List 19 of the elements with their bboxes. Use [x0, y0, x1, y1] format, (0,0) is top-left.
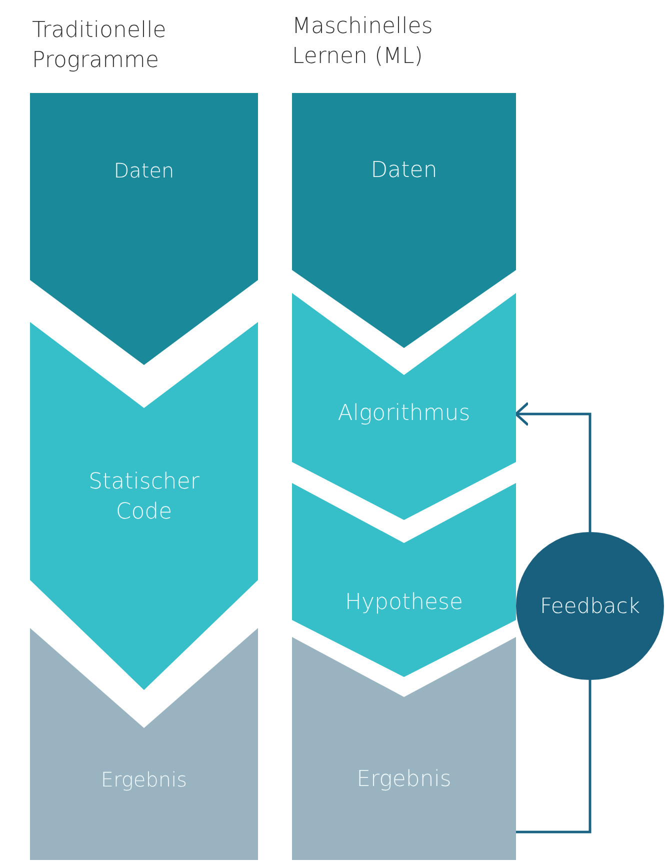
block-label: Daten	[112, 158, 176, 184]
column-heading: Maschinelles Lernen (ML)	[292, 13, 434, 71]
block-label: Hypothese	[344, 589, 464, 618]
chevron-block	[30, 93, 258, 365]
chevron-block	[292, 637, 516, 860]
block-label: Ergebnis	[356, 766, 452, 794]
block-label: Daten	[370, 157, 438, 186]
connector-line	[516, 680, 592, 834]
block-label: Feedback	[538, 592, 641, 620]
block-label: Algorithmus	[336, 400, 472, 428]
chevron-block	[30, 628, 258, 860]
chevron-block	[292, 483, 516, 677]
chevron-block	[30, 322, 258, 690]
chevron-block	[292, 93, 516, 348]
block-label: Ergebnis	[100, 766, 188, 794]
chevron-block	[292, 293, 516, 520]
feedback-arrow	[514, 402, 592, 532]
column-heading: Traditionelle Programme	[32, 17, 168, 75]
block-label: Statischer Code	[88, 468, 200, 526]
